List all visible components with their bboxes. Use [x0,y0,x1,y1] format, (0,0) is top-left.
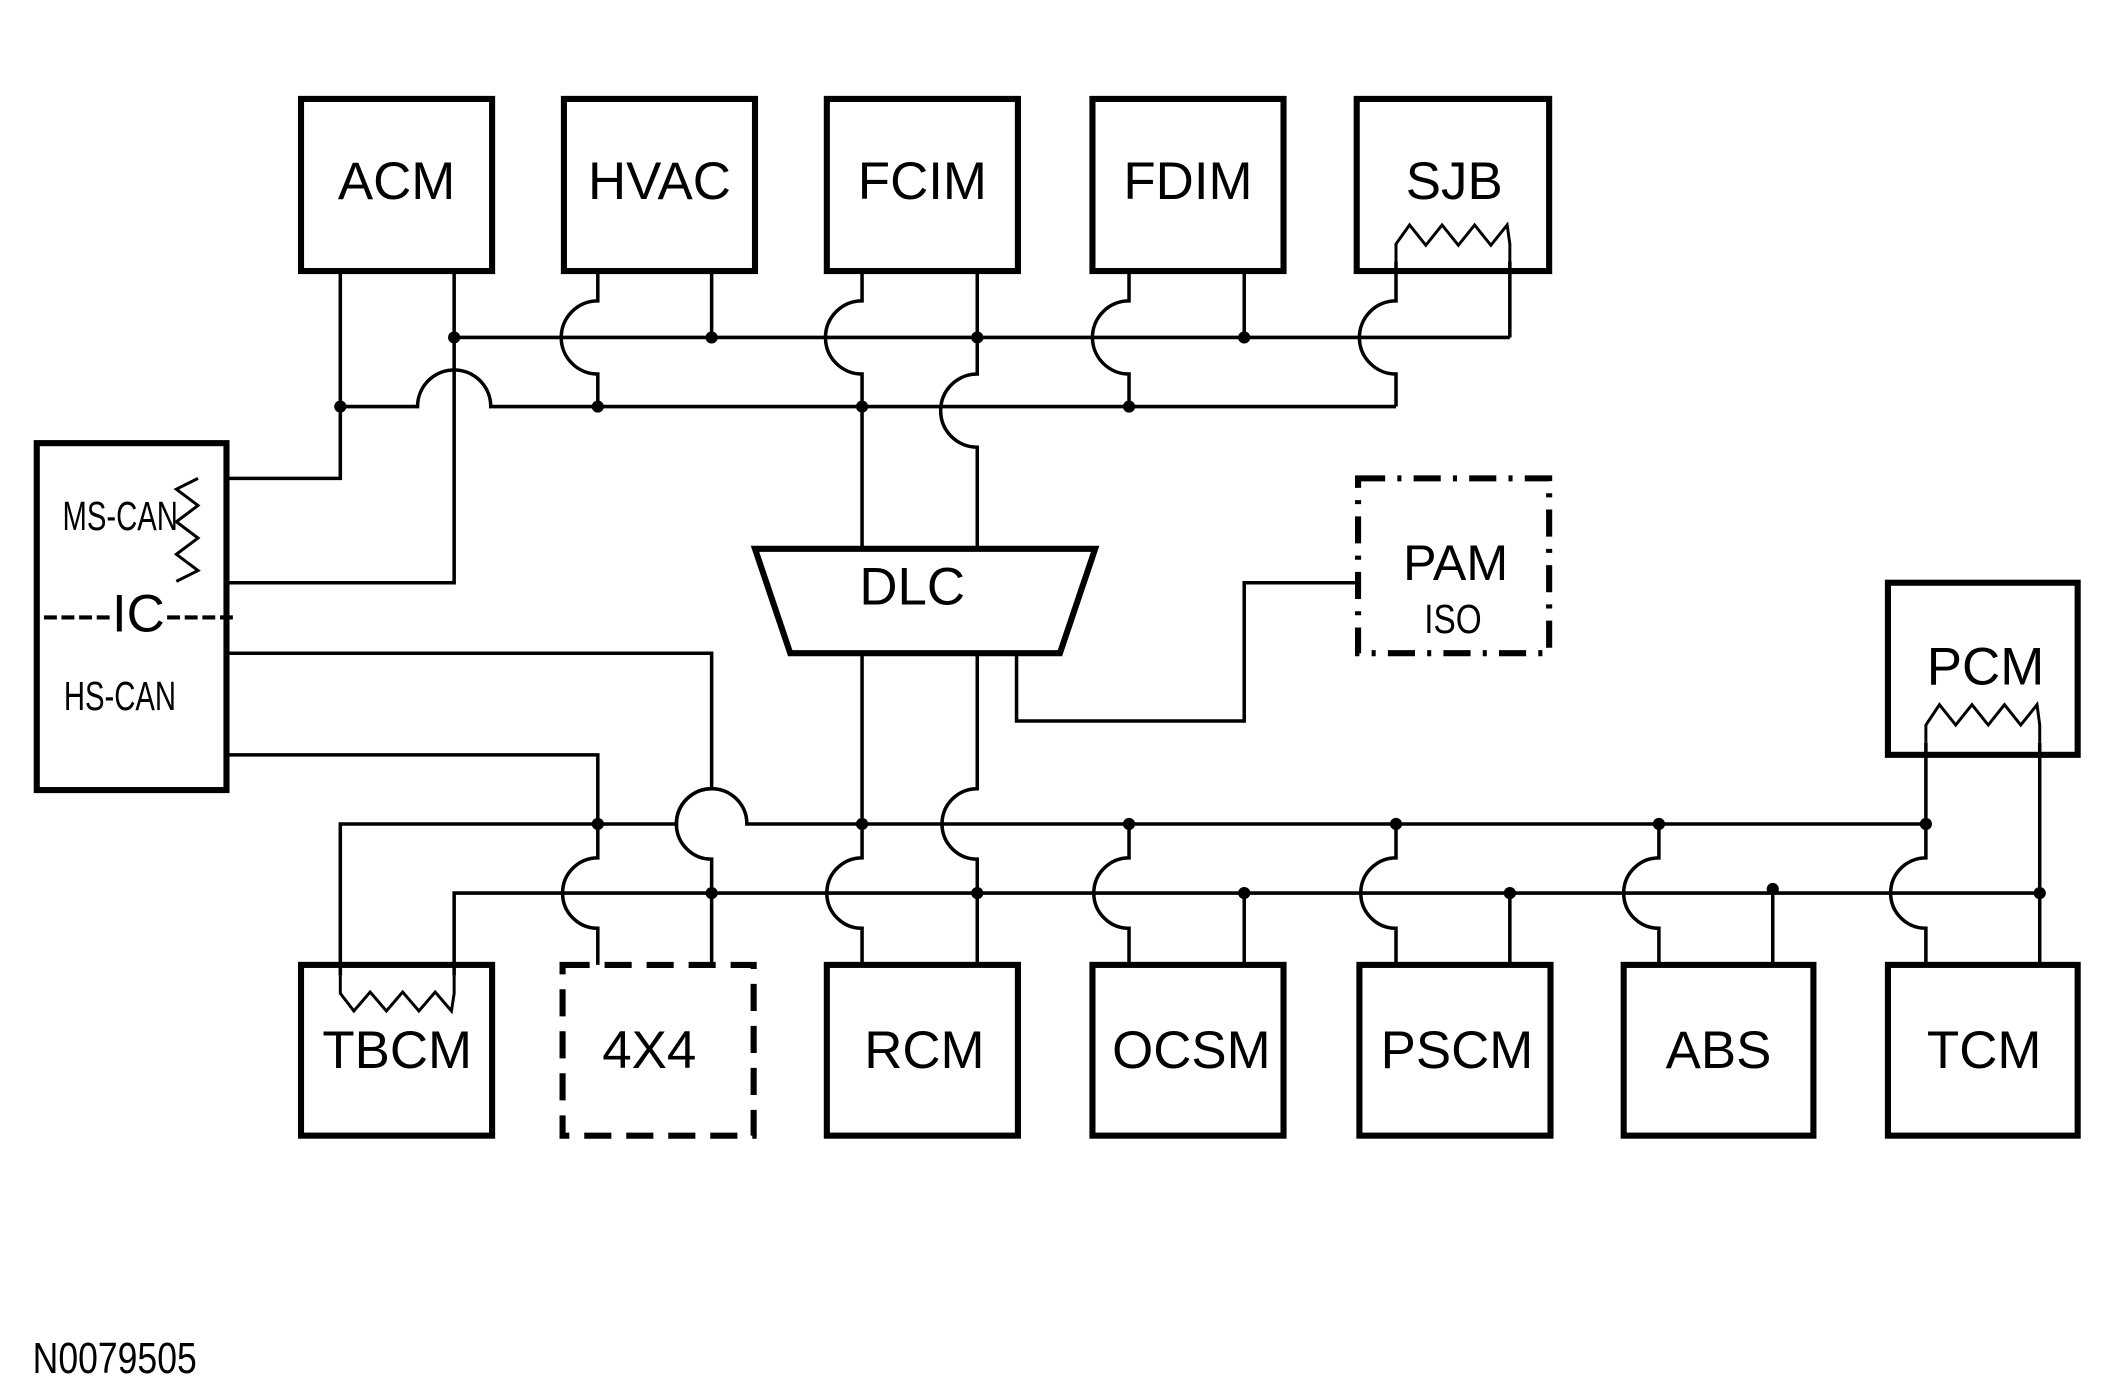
figure-id: N0079505 [33,1335,197,1383]
bottom-modules [297,961,2081,1139]
tcm-box [1884,961,2081,1139]
sjb-label: SJB [1406,152,1503,211]
pcm-label: PCM [1927,637,2044,696]
4x4-box [559,961,757,1139]
junction-dot [2033,886,2046,900]
ocsm-label: OCSM [1112,1021,1271,1080]
module-labels: ACM HVAC FCIM FDIM SJB PAM ISO DLC PCM T… [322,152,2044,1080]
junction-dot [705,331,718,344]
junction-dot [1122,817,1136,831]
ms-can-terminating-resistor [173,477,201,583]
tbcm-terminating-resistor [338,975,456,1015]
junction-dots [334,331,2046,900]
junction-dot [971,331,984,344]
abs-label: ABS [1666,1021,1772,1080]
pscm-box [1356,961,1554,1139]
hvac-label: HVAC [588,152,731,211]
junction-dot [855,400,869,413]
ms-can-bus-a [340,368,1397,409]
dlc-iso-wire [1014,580,1359,723]
junction-dot [1919,817,1932,831]
pcm-terminating-resistor [1924,701,2042,743]
fcim-box [823,95,1021,275]
hs-can-bus-wires [226,651,2042,976]
acm-label: ACM [338,152,455,211]
junction-dot [1122,400,1136,413]
hvac-box [560,95,759,275]
4x4-label: 4X4 [602,1021,696,1080]
dlc-connector [750,545,1100,657]
junction-dot [591,400,604,413]
junction-dot [1389,817,1403,831]
junction-dot [1503,886,1516,900]
abs-drop-a [1621,823,1661,965]
fcim-label: FCIM [858,152,987,211]
ms-can-bus-wires [226,261,1512,585]
dlc-hs-can-l [940,653,980,894]
acm-box [297,95,496,275]
junction-dot [705,886,718,900]
fdim-drop-a [1090,271,1131,407]
tcm-drop-a [1888,823,1928,965]
ic-label: ----IC---- [42,585,236,644]
pam-box [1355,475,1553,657]
junction-dot [591,817,604,831]
junction-dot [1652,817,1666,831]
sjb-drop-a [1357,261,1398,407]
ic-hs-can-a-wire [226,651,714,965]
pam-label: PAM [1403,535,1508,591]
junction-dot [971,886,984,900]
dlc-ms-can-b [938,337,980,549]
junction-dot [334,400,347,413]
ms-can-label: MS-CAN [63,493,178,539]
rcm-box [823,961,1021,1139]
ic-labels: MS-CAN ----IC---- HS-CAN [42,493,236,719]
ocsm-drop-a [1092,823,1131,965]
sjb-box [1353,95,1553,275]
hs-can-label: HS-CAN [64,673,176,719]
pscm-label: PSCM [1381,1021,1534,1080]
sjb-terminating-resistor [1394,221,1512,262]
hs-can-bus-high [338,787,1926,976]
ic-hs-can-b-wire [226,753,600,824]
junction-dot [1238,886,1251,900]
tcm-label: TCM [1927,1021,2041,1080]
ic-ms-can-a-wire [226,271,343,481]
rcm-drop-a [825,823,864,965]
4x4-drop-a [560,823,600,965]
junction-dot [448,331,461,344]
pscm-drop-a [1359,823,1398,965]
ic-ms-can-b-wire [226,271,456,585]
rcm-label: RCM [864,1021,984,1080]
junction-dot [1766,882,1779,896]
top-modules [297,95,1553,275]
ocsm-box [1089,961,1287,1139]
ic-box [33,440,230,794]
pam-iso-label: ISO [1424,596,1481,642]
junction-dot [1238,331,1251,344]
abs-box [1620,961,1817,1139]
fcim-drop-a [823,271,864,407]
hvac-drop-a [559,271,600,407]
tbcm-box [297,961,496,1139]
pcm-box [1884,579,2081,758]
fdim-label: FDIM [1123,152,1252,211]
fdim-box [1089,95,1287,275]
tbcm-label: TBCM [322,1021,472,1080]
junction-dot [855,817,869,831]
dlc-label: DLC [859,557,965,616]
